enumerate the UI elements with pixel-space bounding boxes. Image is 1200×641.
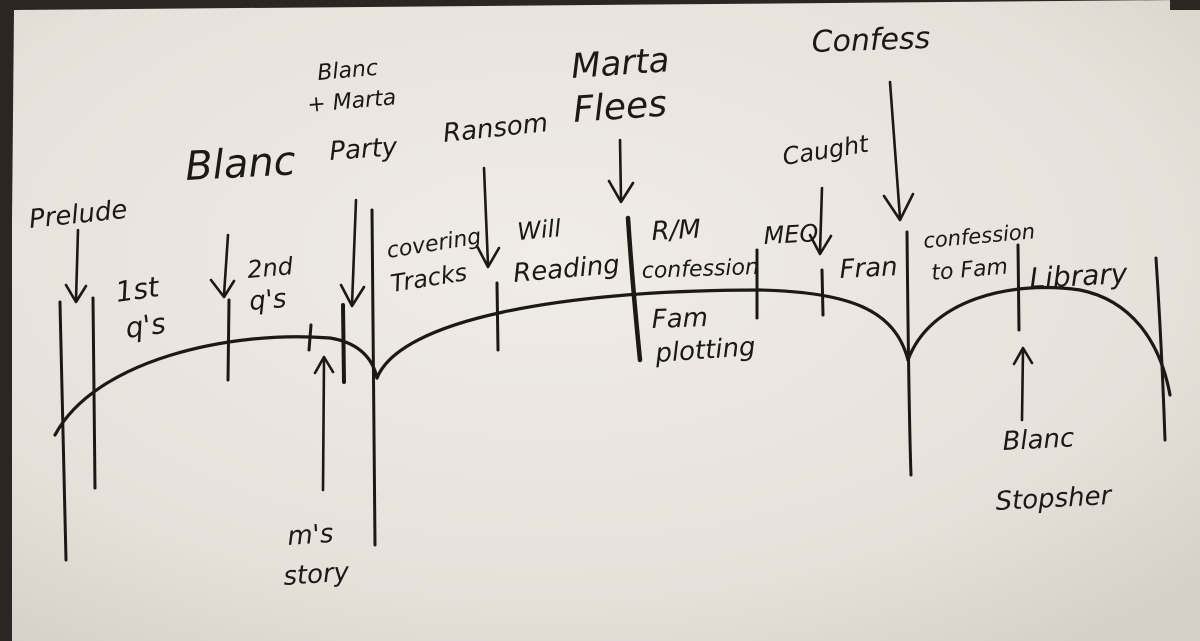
label-fran: Fran [839, 252, 899, 285]
dark-left-edge [0, 0, 12, 641]
divider-covering-tracks [495, 281, 500, 352]
label-blanc-stops-line1: Blanc [1002, 423, 1075, 457]
label-second-qs-line1: 2nd [246, 252, 295, 284]
divider-party [341, 303, 346, 384]
party-arrow [339, 198, 366, 308]
label-blanc-marta-line1: Blanc [316, 56, 379, 86]
divider-act-two-end [905, 230, 913, 477]
divider-will-reading [625, 215, 643, 363]
label-rm-confession-line2: confession [641, 255, 759, 284]
label-marta-flees-line1: Marta [570, 40, 671, 87]
marta-flees-arrow [607, 138, 635, 204]
confess-arrow [882, 80, 915, 222]
divider-ms-story [307, 323, 313, 352]
ms-story-arrow [313, 355, 335, 492]
paper-sheet [8, 0, 1200, 641]
divider-act-one-end [370, 208, 377, 547]
prelude-arrow [64, 228, 88, 304]
label-marta-flees-line2: Flees [572, 84, 668, 131]
caught-arrow [808, 186, 833, 256]
label-ms-story-line2: story [282, 557, 350, 592]
divider-meo [820, 268, 825, 317]
divider-second-qs [226, 298, 231, 382]
label-meo: MEO [763, 219, 819, 250]
label-library: Library [1029, 257, 1129, 295]
act-three-arc [906, 286, 1172, 397]
dark-top-right-corner [1170, 0, 1200, 10]
label-blanc-marta-line3: Party [328, 132, 398, 167]
act-one-arc [53, 335, 379, 437]
label-blanc-stops-line2: Stopsher [995, 481, 1115, 517]
divider-prelude-left [58, 300, 68, 562]
act-two-arc [375, 288, 910, 380]
blanc-stops-arrow [1012, 346, 1034, 422]
label-blanc: Blanc [184, 138, 297, 190]
divider-confession-to-fam [1016, 243, 1021, 332]
label-ms-story-line1: m's [286, 519, 334, 552]
label-first-qs-line2: q's [123, 307, 167, 345]
label-first-qs-line1: 1st [113, 270, 162, 309]
label-fam-plotting-line1: Fam [651, 303, 708, 335]
label-rm-confession-line1: R/M [651, 214, 702, 247]
label-confess: Confess [811, 21, 931, 60]
ransom-arrow [475, 166, 501, 269]
label-second-qs-line2: q's [248, 284, 288, 317]
blanc-arrow [209, 233, 236, 299]
divider-act-three-end [1154, 256, 1167, 442]
label-fam-plotting-line2: plotting [653, 332, 756, 369]
divider-first-qs [91, 296, 97, 490]
label-will-reading-line1: Will [516, 214, 562, 246]
